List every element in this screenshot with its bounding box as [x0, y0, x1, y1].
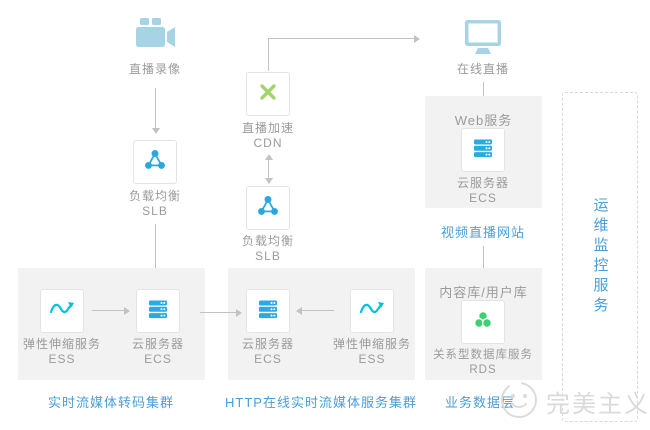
- auto-scaling-icon: [48, 299, 76, 324]
- arrow-ecs1-to-ecs2: [200, 308, 242, 317]
- ecs1-label: 云服务器 ECS: [98, 337, 218, 367]
- ess1-label-line2: ESS: [48, 352, 76, 366]
- ess2-label-line1: 弹性伸缩服务: [332, 337, 411, 351]
- cdn-icon: [256, 80, 280, 109]
- ecs3-label-line1: 云服务器: [456, 176, 509, 190]
- cdn-label-line2: CDN: [253, 136, 283, 150]
- transcode-cluster-caption: 实时流媒体转码集群: [47, 395, 174, 410]
- auto-scaling-icon: [358, 299, 386, 324]
- rds-label-line2: RDS: [469, 364, 497, 376]
- cloud-server-icon: [146, 297, 170, 326]
- watermark-text: 完美主义: [546, 391, 650, 418]
- rds-label: 关系型数据库服务 RDS: [423, 348, 543, 378]
- rds-node: [461, 300, 505, 344]
- slb2-node: [246, 186, 290, 230]
- slb1-label: 负载均衡 SLB: [95, 189, 215, 219]
- arrow-record-to-slb1: [151, 88, 160, 134]
- slb2-label-line2: SLB: [255, 249, 281, 263]
- online-live-label: 在线直播: [456, 62, 509, 76]
- http-cluster-caption: HTTP在线实时流媒体服务集群: [225, 395, 417, 410]
- web-caption: 视频直播网站: [440, 225, 525, 240]
- slb1-label-line1: 负载均衡: [128, 189, 181, 203]
- cdn-label: 直播加速 CDN: [208, 121, 328, 151]
- cloud-server-icon: [471, 136, 495, 165]
- slb1-label-line2: SLB: [142, 204, 168, 218]
- cloud-server-icon: [256, 297, 280, 326]
- rds-label-line1: 关系型数据库服务: [433, 349, 533, 361]
- smiley-icon: [496, 378, 542, 422]
- arrow-cdn-to-onlinelive: [268, 34, 420, 43]
- ecs2-label-line2: ECS: [254, 352, 282, 366]
- ess2-node: [350, 289, 394, 333]
- ess1-label: 弹性伸缩服务 ESS: [2, 337, 122, 367]
- ecs1-label-line2: ECS: [144, 352, 172, 366]
- ecs2-node: [246, 289, 290, 333]
- arrow-cdn-corner-vertical: [268, 38, 269, 71]
- database-caption: 业务数据层: [444, 395, 515, 410]
- slb2-label-line1: 负载均衡: [241, 234, 294, 248]
- ess2-label: 弹性伸缩服务 ESS: [312, 337, 432, 367]
- ecs3-label-line2: ECS: [469, 191, 497, 205]
- database-title: 内容库/用户库: [439, 285, 528, 300]
- cdn-label-line1: 直播加速: [241, 121, 294, 135]
- ess2-label-line2: ESS: [358, 352, 386, 366]
- ops-monitoring-panel: 运维监控服务: [562, 92, 638, 422]
- arrow-ess1-to-ecs1: [92, 306, 130, 315]
- ecs1-node: [136, 289, 180, 333]
- cdn-node: [246, 72, 290, 116]
- monitor-icon: [461, 18, 505, 58]
- web-service-title: Web服务: [454, 113, 513, 128]
- load-balancer-icon: [255, 193, 281, 224]
- ecs3-label: 云服务器 ECS: [423, 176, 543, 206]
- ecs2-label-line1: 云服务器: [241, 337, 294, 351]
- ess1-node: [40, 289, 84, 333]
- rds-database-icon: [471, 308, 495, 337]
- ess1-label-line1: 弹性伸缩服务: [22, 337, 101, 351]
- arrow-ess2-to-ecs2: [296, 306, 334, 315]
- slb2-label: 负载均衡 SLB: [208, 234, 328, 264]
- ecs1-label-line1: 云服务器: [131, 337, 184, 351]
- load-balancer-icon: [142, 147, 168, 178]
- ecs3-node: [461, 128, 505, 172]
- slb1-node: [133, 140, 177, 184]
- arrow-cdn-slb2-bidirectional: [264, 154, 273, 184]
- ops-monitoring-label: 运维监控服务: [591, 197, 609, 317]
- live-record-label: 直播录像: [128, 62, 181, 76]
- video-camera-icon: [133, 16, 177, 54]
- ecs2-label: 云服务器 ECS: [208, 337, 328, 367]
